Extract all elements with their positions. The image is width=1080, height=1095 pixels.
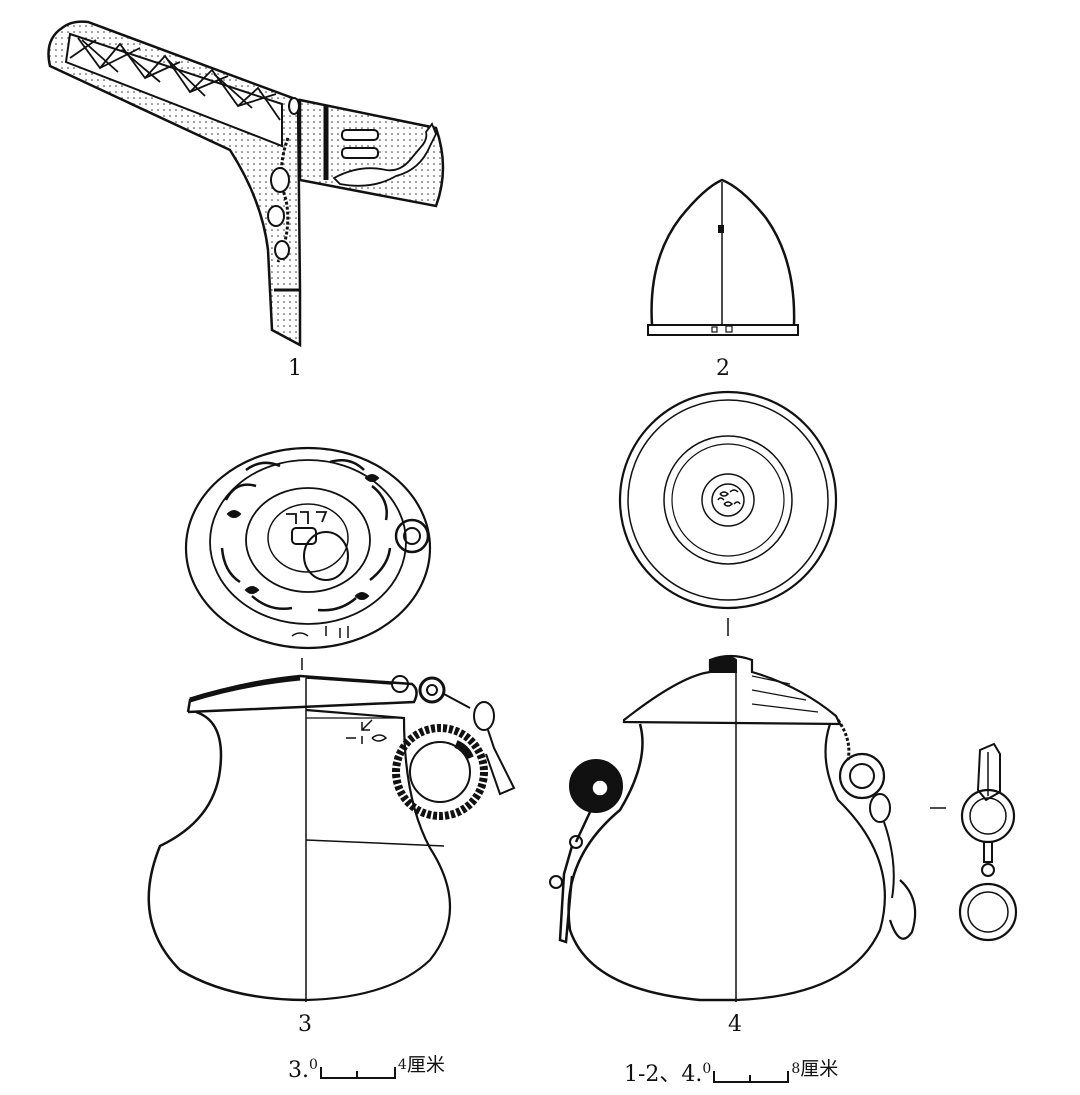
scale-bar-left: 3.0 4厘米 xyxy=(288,1054,445,1083)
scale-left-bar xyxy=(319,1067,396,1079)
scale-right-start: 0 xyxy=(702,1061,712,1077)
helmet-drawing xyxy=(647,178,799,336)
scale-left-end: 4 xyxy=(397,1057,407,1073)
scale-bar-right: 1-2、4.0 8厘米 xyxy=(624,1056,838,1088)
lidded-jar-top-view xyxy=(184,446,432,650)
scale-right-unit: 厘米 xyxy=(800,1058,839,1080)
pot-side-view xyxy=(549,654,917,1002)
dagger-axe-drawing xyxy=(47,20,445,348)
scale-left-start: 0 xyxy=(309,1057,318,1073)
lidded-jar-side-view xyxy=(147,674,516,1002)
scale-right-end: 8 xyxy=(791,1061,801,1077)
scale-right-prefix: 1-2、4. xyxy=(624,1062,703,1087)
figure-label-4: 4 xyxy=(728,1012,742,1037)
scale-left-unit: 厘米 xyxy=(406,1054,445,1076)
pot-top-view xyxy=(618,390,838,610)
chain-link-detail-drawing xyxy=(930,742,1018,942)
scale-right-bar xyxy=(713,1071,790,1083)
figure-label-2: 2 xyxy=(716,356,730,381)
scale-left-prefix: 3. xyxy=(288,1058,309,1083)
figure-label-1: 1 xyxy=(288,356,302,381)
figure-label-3: 3 xyxy=(298,1012,312,1037)
